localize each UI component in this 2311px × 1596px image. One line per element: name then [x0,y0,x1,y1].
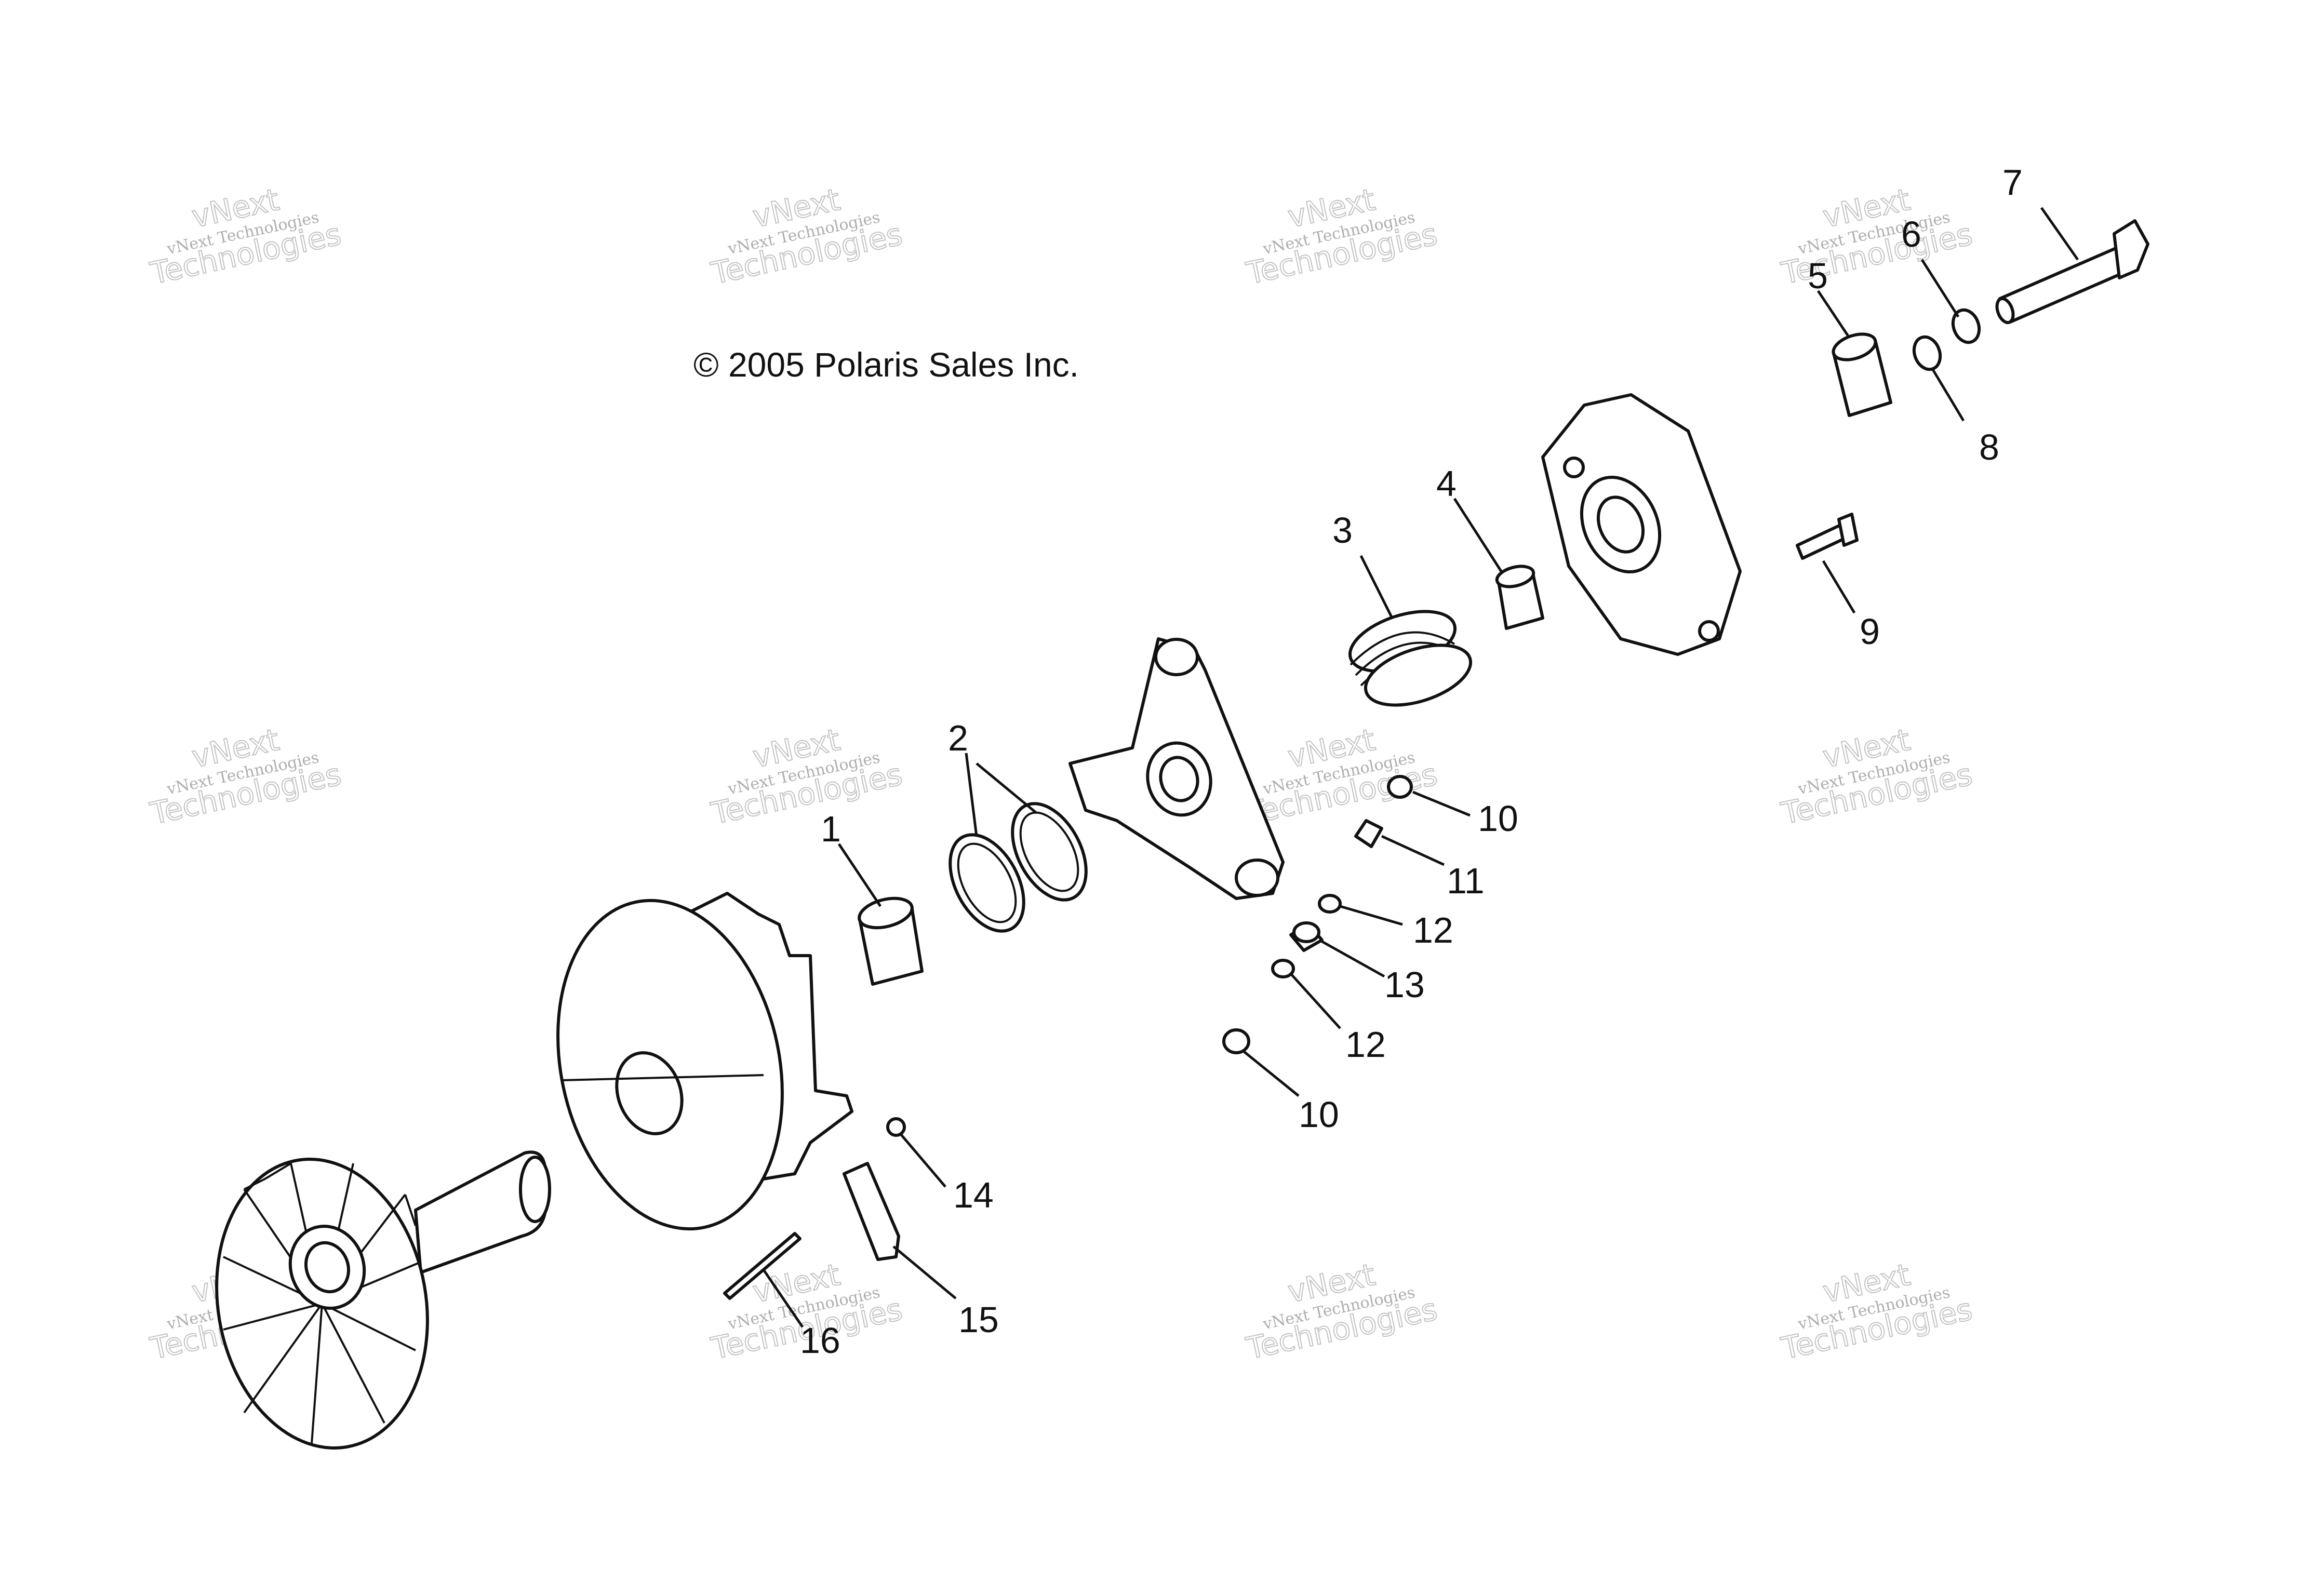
part-15-weight [843,1162,900,1261]
part-5-spacer [1832,332,1892,417]
watermark: vNext vNext Technologies Technologies [146,181,345,292]
part-10-cap-lower [1222,1028,1250,1054]
copyright-text: © 2005 Polaris Sales Inc. [693,345,1079,384]
spider [1068,637,1285,900]
callout-13: 13 [1384,964,1425,1005]
callout-15: 15 [958,1299,999,1340]
callout-1: 1 [821,809,841,849]
callout-4: 4 [1436,463,1457,504]
part-7-bolt [1995,219,2149,325]
part-13-roller [1289,921,1324,952]
callout-14: 14 [953,1175,994,1215]
watermark: vNext vNext Technologies Technologies [1778,181,1976,292]
watermark: vNext vNext Technologies Technologies [1778,1256,1976,1367]
part-3-spring [1348,610,1473,707]
watermark: vNext vNext Technologies Technologies [1243,1256,1441,1367]
watermark: vNext vNext Technologies Technologies [1778,721,1976,832]
callout-9: 9 [1860,611,1880,652]
watermark: vNext vNext Technologies Technologies [146,721,345,832]
callout-numbers: 1 2 3 4 5 6 7 8 9 10 11 12 13 14 15 16 1… [800,162,2023,1361]
part-16-pin [723,1232,801,1300]
callout-10-upper: 10 [1478,798,1518,839]
callout-12-upper: 12 [1413,910,1453,950]
callout-8: 8 [1979,427,1999,467]
part-10-cap-upper [1387,775,1413,799]
cover [1541,393,1742,656]
callout-11: 11 [1447,861,1485,901]
part-9-bolt [1796,513,1859,560]
part-12-washer-upper [1318,894,1342,914]
leader-lines [762,207,2079,1328]
fan-assembly [215,1150,551,1450]
part-1-bushing [858,896,924,986]
callout-7: 7 [2002,162,2023,203]
moveable-sheave [556,892,853,1231]
part-8-washer [1912,335,1942,371]
watermark: vNext vNext Technologies Technologies [707,181,906,292]
callout-16: 16 [800,1320,840,1361]
callout-5: 5 [1808,256,1828,296]
watermark: vNext vNext Technologies Technologies [707,721,906,832]
callout-3: 3 [1332,510,1353,551]
callout-12-lower: 12 [1345,1024,1386,1065]
part-6-washer [1951,308,1981,344]
callout-2: 2 [948,718,968,758]
part-4-bushing [1495,565,1544,630]
part-2-shims [949,802,1088,933]
part-14-nut [886,1117,906,1137]
callout-10-lower: 10 [1299,1094,1339,1135]
part-12-washer-lower [1271,959,1295,978]
callout-6: 6 [1901,214,1921,254]
watermark: vNext vNext Technologies Technologies [1243,181,1441,292]
part-11-pin [1354,819,1383,848]
